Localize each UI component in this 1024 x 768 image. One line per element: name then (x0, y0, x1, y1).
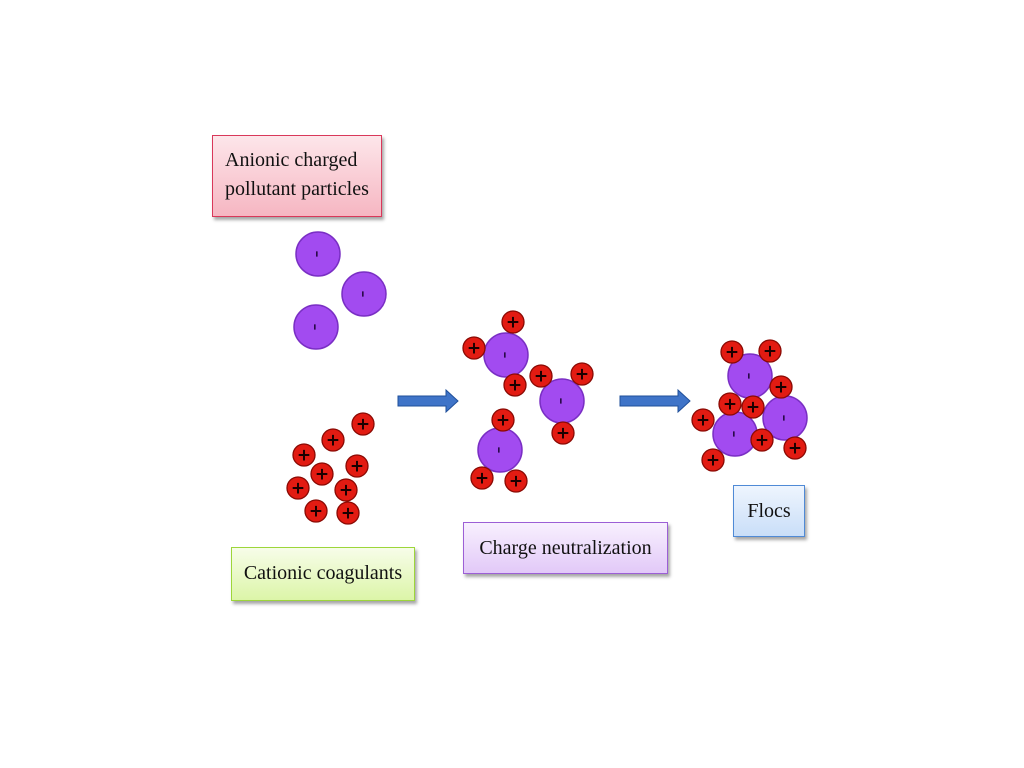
positive-sign: + (508, 376, 522, 396)
anion-particle: - (477, 427, 523, 473)
negative-sign: - (773, 414, 797, 421)
positive-sign: + (350, 457, 364, 477)
cation-particle: + (351, 412, 375, 436)
cation-particle: + (551, 421, 575, 445)
cation-particle: + (769, 375, 793, 399)
cationic-label-text: Cationic coagulants (243, 562, 403, 584)
positive-sign: + (509, 472, 523, 492)
cation-particle: + (783, 436, 807, 460)
cation-particle: + (336, 501, 360, 525)
anion-particle: - (295, 231, 341, 277)
positive-sign: + (755, 431, 769, 451)
anion-particle: - (483, 332, 529, 378)
anion-particle: - (712, 411, 758, 457)
positive-sign: + (475, 469, 489, 489)
positive-sign: + (339, 481, 353, 501)
cation-particle: + (503, 373, 527, 397)
cation-particle: + (286, 476, 310, 500)
anion-particle: - (341, 271, 387, 317)
positive-sign: + (774, 378, 788, 398)
process-arrow (397, 388, 459, 414)
cation-particle: + (529, 364, 553, 388)
positive-sign: + (291, 479, 305, 499)
anionic-label-line1: Anionic charged (225, 149, 358, 171)
cation-particle: + (304, 499, 328, 523)
anionic-particles-group: - - - (293, 231, 387, 350)
positive-sign: + (341, 504, 355, 524)
process-arrow (619, 388, 691, 414)
negative-sign: - (306, 250, 330, 257)
negative-sign: - (304, 323, 328, 330)
negative-sign: - (352, 290, 376, 297)
cation-particle: + (750, 428, 774, 452)
positive-sign: + (356, 415, 370, 435)
flocs-label-text: Flocs (747, 500, 791, 522)
negative-sign: - (723, 430, 747, 437)
positive-sign: + (309, 502, 323, 522)
positive-sign: + (763, 342, 777, 362)
process-arrows (397, 388, 691, 414)
charge-neutralization-group: - + + + - + + + - + + + (462, 310, 594, 493)
positive-sign: + (788, 439, 802, 459)
positive-sign: + (706, 451, 720, 471)
cation-particle: + (720, 340, 744, 364)
positive-sign: + (575, 365, 589, 385)
anionic-particles-label: Anionic charged pollutant particles (212, 135, 382, 217)
negative-sign: - (550, 397, 574, 404)
cation-particle: + (504, 469, 528, 493)
cation-particle: + (292, 443, 316, 467)
cation-particle: + (462, 336, 486, 360)
cation-particle: + (321, 428, 345, 452)
positive-sign: + (746, 398, 760, 418)
cation-particle: + (501, 310, 525, 334)
cationic-coagulants-group: +++++++++ (286, 412, 375, 525)
anion-particle: - (293, 304, 339, 350)
positive-sign: + (467, 339, 481, 359)
cation-particle: + (758, 339, 782, 363)
charge-label-text: Charge neutralization (479, 537, 652, 559)
anionic-label-line2: pollutant particles (225, 178, 369, 200)
cation-particle: + (718, 392, 742, 416)
negative-sign: - (494, 351, 518, 358)
negative-sign: - (488, 446, 512, 453)
positive-sign: + (725, 343, 739, 363)
positive-sign: + (723, 395, 737, 415)
positive-sign: + (326, 431, 340, 451)
cation-particle: + (570, 362, 594, 386)
positive-sign: + (496, 411, 510, 431)
negative-sign: - (738, 372, 762, 379)
positive-sign: + (506, 313, 520, 333)
cationic-coagulants-label: Cationic coagulants (231, 547, 415, 601)
cation-particle: + (310, 462, 334, 486)
positive-sign: + (315, 465, 329, 485)
cation-particle: + (741, 395, 765, 419)
cation-particle: + (470, 466, 494, 490)
cation-particle: + (334, 478, 358, 502)
flocs-group: - - - + + + + + + + + + (691, 339, 808, 472)
positive-sign: + (696, 411, 710, 431)
charge-neutralization-label: Charge neutralization (463, 522, 668, 574)
flocs-label: Flocs (733, 485, 805, 537)
cation-particle: + (701, 448, 725, 472)
positive-sign: + (297, 446, 311, 466)
positive-sign: + (556, 424, 570, 444)
cation-particle: + (491, 408, 515, 432)
cation-particle: + (345, 454, 369, 478)
cation-particle: + (691, 408, 715, 432)
positive-sign: + (534, 367, 548, 387)
